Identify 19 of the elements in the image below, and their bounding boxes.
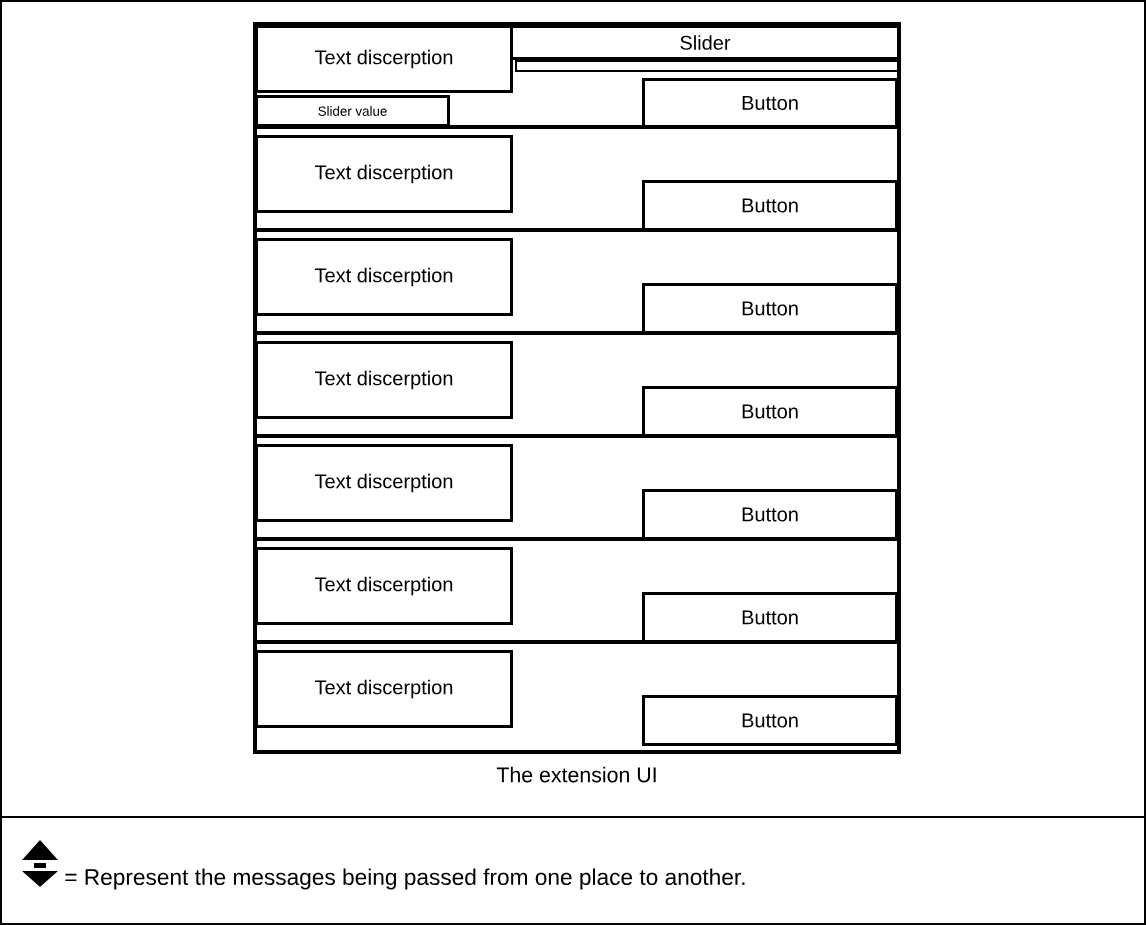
labeled-box: Text discerption [255, 25, 513, 93]
labeled-box: Text discerption [255, 238, 513, 316]
labeled-box: Button [642, 695, 898, 746]
labeled-box: Button [642, 180, 898, 231]
labeled-box: Text discerption [255, 650, 513, 728]
labeled-box: Button [642, 283, 898, 334]
labeled-box: Button [642, 592, 898, 643]
slider-track [515, 60, 899, 72]
labeled-box: Button [642, 78, 898, 128]
labeled-box: Button [642, 489, 898, 540]
labeled-box: Slider value [255, 95, 450, 127]
labeled-box: Text discerption [255, 135, 513, 213]
labeled-box: Slider [510, 25, 900, 60]
labeled-box: Button [642, 386, 898, 437]
labeled-box: Text discerption [255, 341, 513, 419]
labeled-box: Text discerption [255, 547, 513, 625]
labeled-box: Text discerption [255, 444, 513, 522]
legend-text: = Represent the messages being passed from one place to another. [65, 868, 745, 890]
node-label: The extension UI [496, 766, 656, 783]
